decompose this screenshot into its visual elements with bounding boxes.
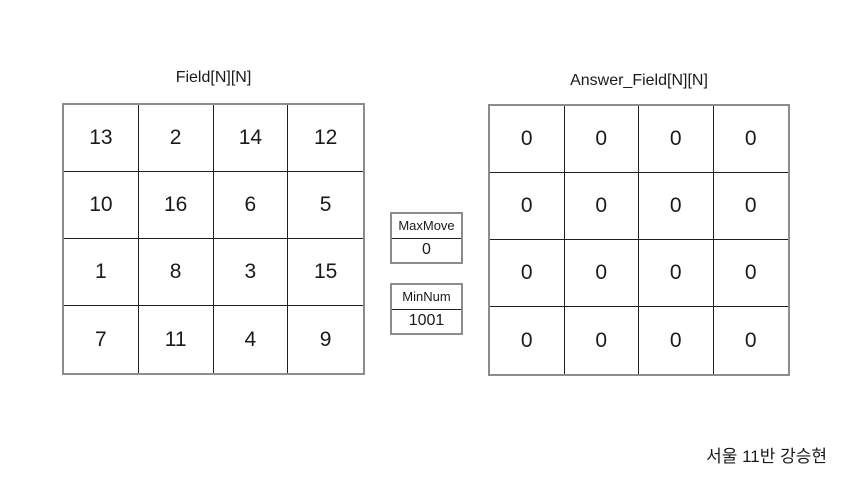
field-cell: 6 [213,172,289,239]
answer-cell: 0 [713,106,788,173]
field-cell: 3 [213,239,289,306]
minnum-label: MinNum [392,285,461,310]
field-cell: 14 [213,105,289,172]
answer-cell: 0 [564,173,639,240]
author-signature: 서울 11반 강승현 [706,447,827,466]
field-cell: 7 [64,306,139,373]
answer-grid: 0 0 0 0 0 0 0 0 0 0 0 0 0 0 0 0 [488,104,790,376]
field-cell: 8 [138,239,214,306]
answer-cell: 0 [744,328,757,352]
maxmove-label: MaxMove [392,214,461,239]
answer-cell: 0 [564,240,639,307]
answer-cell: 0 [490,173,565,240]
field-cell: 10 [64,172,139,239]
minnum-box: MinNum 1001 [390,283,463,335]
field-cell: 2 [138,105,214,172]
field-grid: 13 2 14 12 10 16 6 5 1 8 3 15 7 11 4 9 [62,103,365,375]
answer-cell: 0 [490,106,565,173]
field-cell: 16 [138,172,214,239]
minnum-value: 1001 [408,312,445,330]
answer-cell: 0 [639,240,714,307]
field-cell: 13 [64,105,139,172]
field-cell: 15 [288,239,363,306]
field-cell: 12 [288,105,363,172]
answer-cell: 0 [639,106,714,173]
field-cell: 4 [214,306,289,373]
field-cell: 1 [64,239,139,306]
answer-cell: 0 [565,307,639,374]
answer-cell: 0 [490,307,565,374]
field-cell: 9 [319,327,332,351]
maxmove-value: 0 [422,241,431,259]
answer-cell: 0 [564,106,639,173]
field-cell: 11 [139,306,214,373]
field-cell: 5 [288,172,363,239]
answer-cell: 0 [639,307,714,374]
answer-cell: 0 [490,240,565,307]
answer-cell: 0 [639,173,714,240]
maxmove-box: MaxMove 0 [390,212,463,264]
answer-grid-title: Answer_Field[N][N] [570,72,708,89]
answer-cell: 0 [713,240,788,307]
answer-cell: 0 [713,173,788,240]
field-grid-title: Field[N][N] [175,69,252,86]
